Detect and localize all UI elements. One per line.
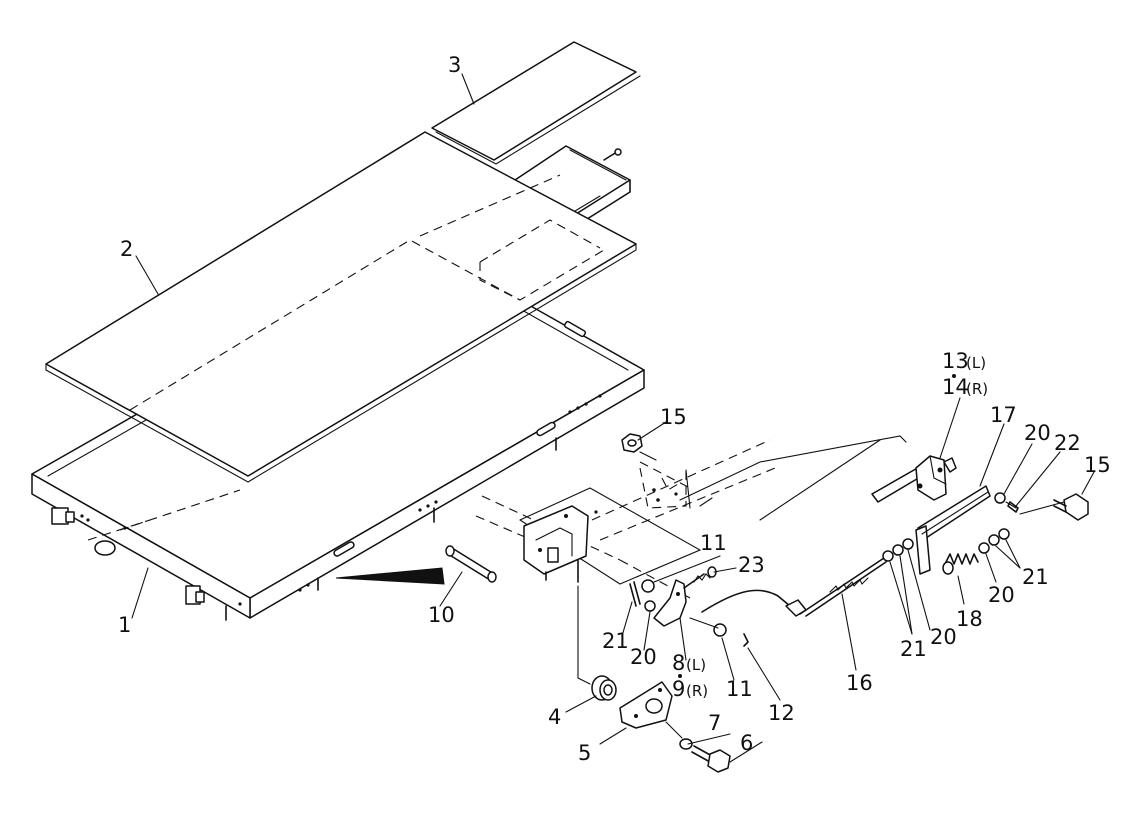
callout-labels: 3 2 1 10 15 4 5 7 6 11 23 21 20 8 (L) 9 … <box>118 53 1111 765</box>
bushing <box>591 675 617 701</box>
bracket-assembly <box>475 435 907 685</box>
callout-19: 18 <box>956 607 983 631</box>
callout-12: 12 <box>768 701 795 725</box>
callout-1: 1 <box>118 613 131 637</box>
hinge-bracket <box>871 455 957 503</box>
callout-8-suffix: (L) <box>686 656 706 674</box>
callout-18: 17 <box>990 403 1017 427</box>
callout-8: 8 <box>672 651 685 675</box>
callout-16: 15 <box>660 405 687 429</box>
pointer-arrow <box>335 567 445 585</box>
callout-17: 16 <box>846 671 873 695</box>
callout-6: 6 <box>740 731 753 755</box>
callout-20-left: 20 <box>630 645 657 669</box>
callout-23: 23 <box>738 553 765 577</box>
callout-9-suffix: (R) <box>686 682 708 700</box>
nut <box>621 433 657 461</box>
leader-lines <box>131 73 1095 763</box>
callout-15: 15 <box>1084 453 1111 477</box>
callout-13-suffix: (L) <box>966 354 986 372</box>
bar <box>915 485 991 575</box>
callout-14: 14 <box>942 375 969 399</box>
callout-21-left: 21 <box>602 629 629 653</box>
callout-9: 9 <box>672 677 685 701</box>
callout-13: 13 <box>942 349 969 373</box>
callout-8-9-dot <box>678 674 682 678</box>
pin <box>445 545 497 583</box>
spring-and-nuts <box>882 528 1010 575</box>
callout-20-lower-right: 20 <box>988 583 1015 607</box>
large-panel <box>45 131 637 483</box>
lever-assembly <box>629 566 749 647</box>
callout-5: 5 <box>578 741 591 765</box>
callout-21-right: 21 <box>1022 565 1049 589</box>
callout-7: 7 <box>708 711 721 735</box>
plate <box>619 681 673 729</box>
callout-20-middle: 20 <box>930 625 957 649</box>
callout-21-middle: 21 <box>900 637 927 661</box>
callout-14-suffix: (R) <box>966 380 988 398</box>
long-rod <box>701 557 887 617</box>
callout-13-14-dot <box>952 374 956 378</box>
bolt-and-washer <box>665 721 731 773</box>
callout-11-lower: 11 <box>726 677 753 701</box>
callout-2: 2 <box>120 237 133 261</box>
callout-22: 22 <box>1054 431 1081 455</box>
callout-20-upper: 20 <box>1024 421 1051 445</box>
callout-11-upper: 11 <box>700 531 727 555</box>
right-fasteners <box>994 492 1089 521</box>
callout-3: 3 <box>448 53 461 77</box>
callout-4: 4 <box>548 705 561 729</box>
top-panel <box>431 41 641 165</box>
callout-10: 10 <box>428 603 455 627</box>
